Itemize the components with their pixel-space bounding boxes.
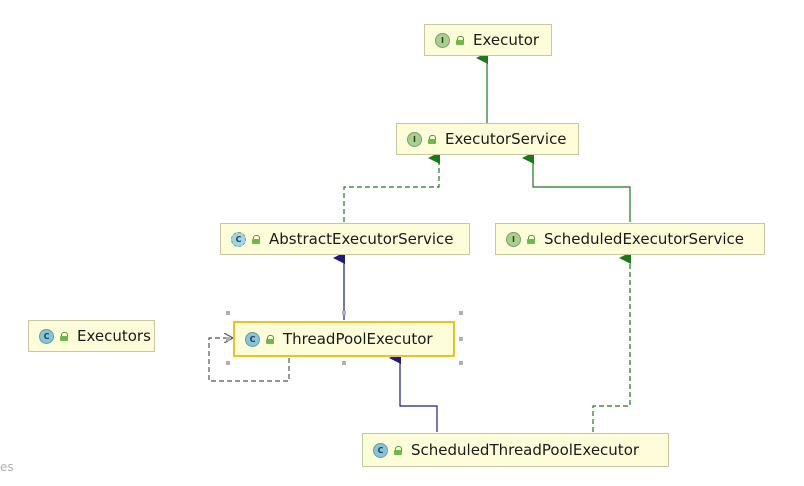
resize-handle[interactable] <box>459 361 463 365</box>
interface-icon: I <box>435 32 450 48</box>
class-icon: C <box>373 442 388 458</box>
node-executor-service[interactable]: I ExecutorService <box>396 123 579 155</box>
node-label: AbstractExecutorService <box>269 230 454 248</box>
node-executors[interactable]: C Executors <box>28 320 155 352</box>
node-label: ThreadPoolExecutor <box>283 330 433 348</box>
public-access-icon <box>266 334 275 344</box>
resize-handle[interactable] <box>342 361 346 365</box>
edge-abstractexecutorservice-executorservice <box>343 152 440 222</box>
interface-icon: I <box>506 231 521 247</box>
edge-scheduledthreadpoolexecutor-scheduledexecutorservice <box>592 252 631 432</box>
resize-handle[interactable] <box>226 361 230 365</box>
node-label: ScheduledExecutorService <box>544 230 744 248</box>
node-label: ExecutorService <box>445 130 567 148</box>
resize-handle[interactable] <box>459 311 463 315</box>
node-label: Executors <box>77 327 151 345</box>
resize-handle[interactable] <box>226 337 230 341</box>
resize-handle[interactable] <box>459 337 463 341</box>
node-abstract-executor-service[interactable]: C AbstractExecutorService <box>220 223 470 255</box>
node-label: Executor <box>473 31 540 49</box>
interface-icon: I <box>407 131 422 147</box>
public-access-icon <box>60 331 69 341</box>
public-access-icon <box>527 234 536 244</box>
class-icon: C <box>245 331 260 347</box>
abstract-class-icon: C <box>231 231 246 247</box>
node-executor[interactable]: I Executor <box>424 24 552 56</box>
resize-handle[interactable] <box>342 311 346 315</box>
public-access-icon <box>252 234 261 244</box>
public-access-icon <box>428 134 437 144</box>
edge-threadpoolexecutor-self <box>208 338 290 382</box>
node-scheduled-thread-pool-executor[interactable]: C ScheduledThreadPoolExecutor <box>362 433 669 467</box>
node-scheduled-executor-service[interactable]: I ScheduledExecutorService <box>495 223 765 255</box>
class-icon: C <box>39 328 54 344</box>
edge-scheduledexecutorservice-executorservice <box>522 152 631 222</box>
resize-handle[interactable] <box>226 311 230 315</box>
edge-scheduledthreadpoolexecutor-threadpoolexecutor <box>389 352 438 432</box>
public-access-icon <box>394 445 403 455</box>
node-thread-pool-executor[interactable]: C ThreadPoolExecutor <box>233 321 455 357</box>
clipped-corner-text: es <box>0 460 14 474</box>
node-label: ScheduledThreadPoolExecutor <box>411 441 640 459</box>
public-access-icon <box>456 35 465 45</box>
